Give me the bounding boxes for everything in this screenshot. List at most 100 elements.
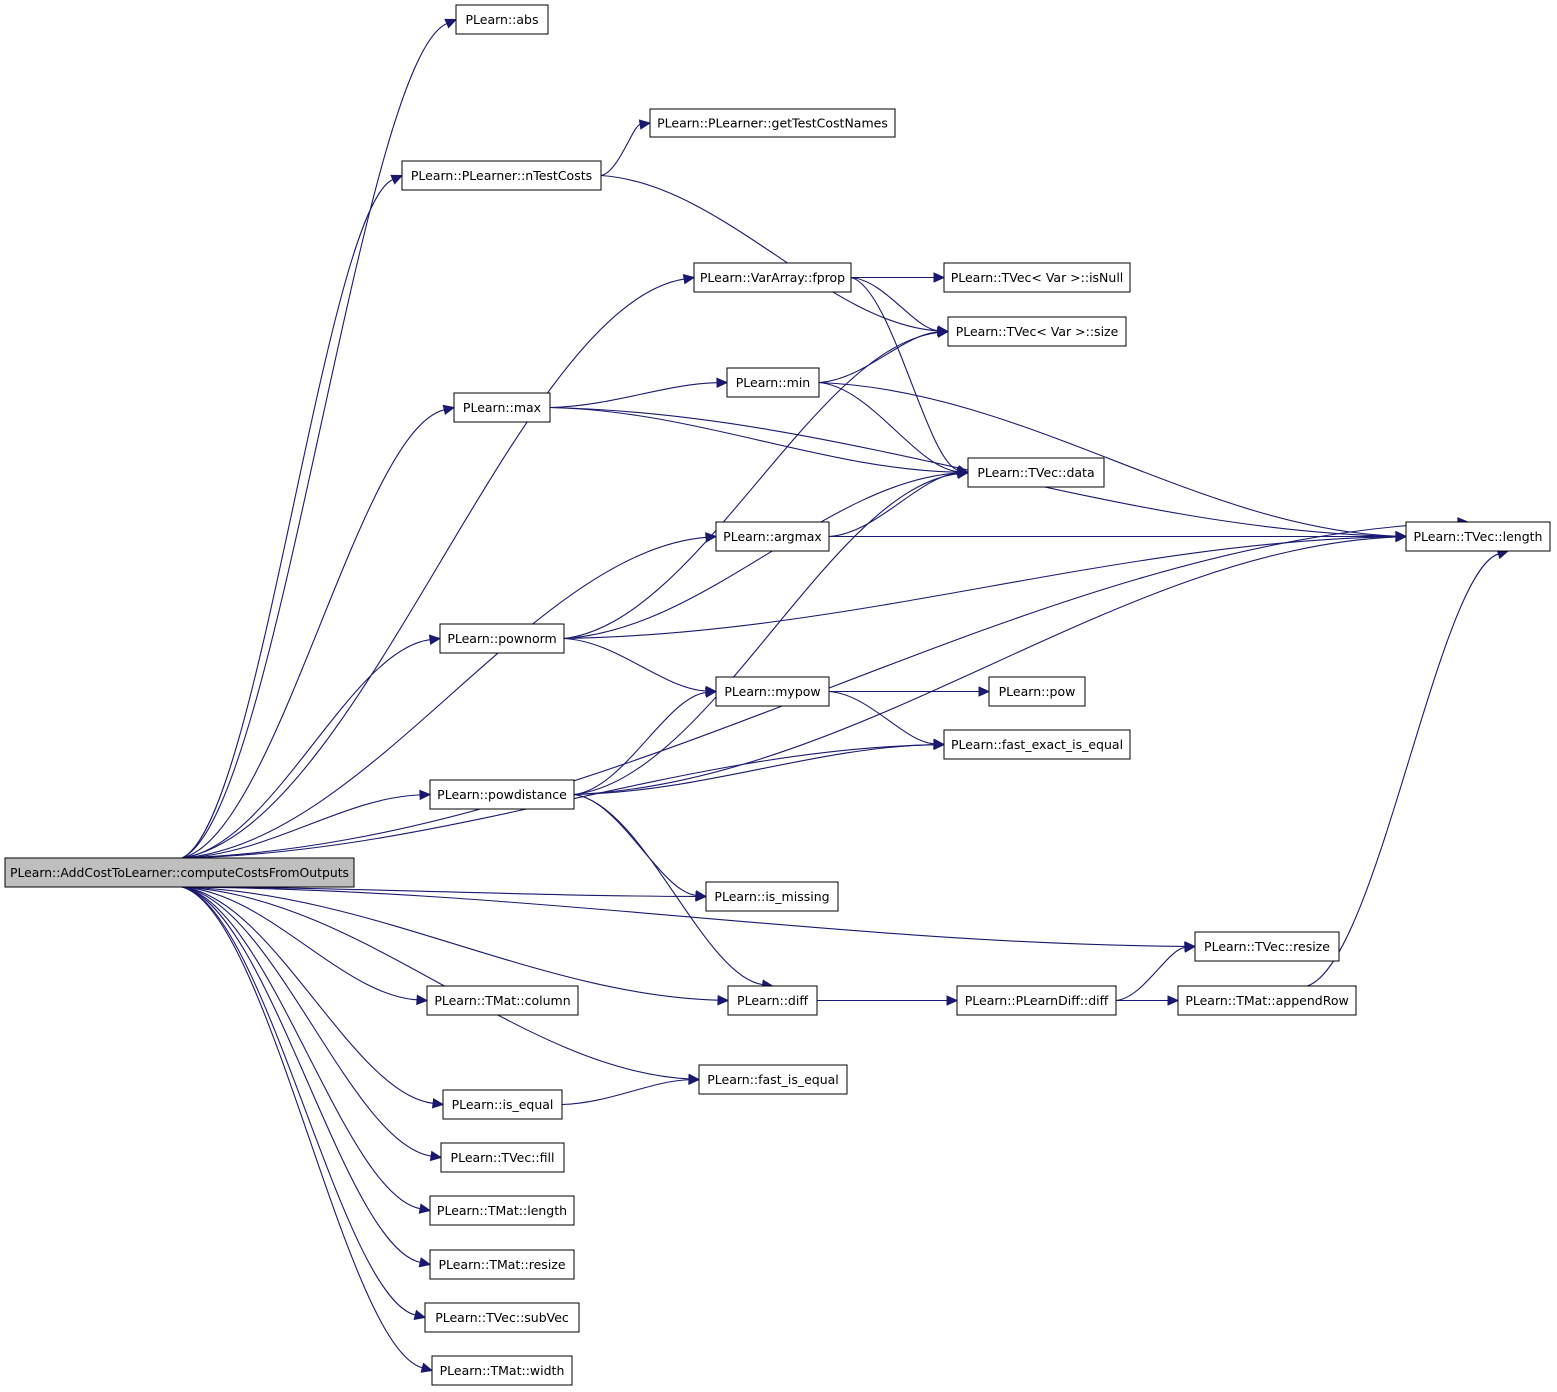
node-isMissing-box	[705, 881, 839, 912]
node-max-box	[453, 392, 551, 423]
node-plearnDiff-label: PLearn::PLearnDiff::diff	[965, 993, 1109, 1008]
arrowhead-root-to-pownorm	[428, 634, 442, 646]
node-getTestCostNames-box	[649, 108, 896, 138]
edge-plearnDiff-to-tvecResize	[1115, 946, 1186, 1002]
nodes-layer: PLearn::AddCostToLearner::computeCostsFr…	[4, 4, 1551, 1386]
node-root[interactable]: PLearn::AddCostToLearner::computeCostsFr…	[4, 857, 355, 888]
node-width[interactable]: PLearn::TMat::width	[431, 1355, 573, 1386]
arrowhead-root-to-subVec	[413, 1309, 427, 1321]
arrowhead-root-to-abs	[444, 18, 458, 29]
node-tmatResize-box	[429, 1249, 575, 1280]
edge-fprop-to-sizeVar	[850, 276, 939, 332]
node-sizeVar[interactable]: PLearn::TVec< Var >::size	[947, 316, 1127, 347]
node-diff-box	[727, 985, 818, 1016]
node-column-box	[426, 985, 579, 1016]
edge-powdistance-to-isMissing	[573, 793, 697, 896]
edge-pownorm-to-mypow	[563, 637, 707, 692]
node-pow[interactable]: PLearn::pow	[988, 676, 1086, 707]
node-isMissing-label: PLearn::is_missing	[714, 889, 829, 904]
node-isNull-box	[943, 262, 1131, 293]
edge-root-to-column	[181, 886, 418, 1001]
node-fprop-label: PLearn::VarArray::fprop	[700, 270, 845, 285]
edge-root-to-subVec	[181, 886, 416, 1316]
node-tmatResize[interactable]: PLearn::TMat::resize	[429, 1249, 575, 1280]
node-nTestCosts[interactable]: PLearn::PLearner::nTestCosts	[401, 160, 602, 191]
edge-min-to-length	[818, 381, 1397, 537]
node-fprop-box	[693, 262, 852, 293]
node-diff[interactable]: PLearn::diff	[727, 985, 818, 1016]
node-isEqual[interactable]: PLearn::is_equal	[442, 1089, 563, 1120]
node-length-box	[1405, 521, 1551, 552]
arrowhead-root-to-tmatResize	[418, 1257, 432, 1268]
node-subVec-box	[424, 1302, 580, 1333]
arrowhead-nTestCosts-to-getTestCostNames	[638, 119, 652, 130]
node-width-label: PLearn::TMat::width	[440, 1363, 565, 1378]
edge-nTestCosts-to-sizeVar	[600, 174, 939, 332]
node-length-label: PLearn::TVec::length	[1414, 529, 1543, 544]
node-data[interactable]: PLearn::TVec::data	[967, 457, 1105, 488]
edge-isEqual-to-fastIsEqual	[561, 1079, 690, 1106]
node-pow-label: PLearn::pow	[999, 684, 1076, 699]
edge-powdistance-to-fastExact	[573, 744, 935, 796]
node-max[interactable]: PLearn::max	[453, 392, 551, 423]
edge-root-to-width	[181, 886, 423, 1369]
node-tvecResize-label: PLearn::TVec::resize	[1204, 939, 1330, 954]
node-pownorm[interactable]: PLearn::pownorm	[439, 623, 565, 654]
edge-powdistance-to-length	[573, 536, 1397, 796]
node-tmatLength-box	[429, 1195, 575, 1226]
node-sizeVar-box	[947, 316, 1127, 347]
node-pownorm-box	[439, 623, 565, 654]
arrowhead-mypow-to-pow	[978, 686, 991, 697]
node-fprop[interactable]: PLearn::VarArray::fprop	[693, 262, 852, 293]
edge-pownorm-to-sizeVar	[563, 332, 939, 640]
arrowhead-root-to-isEqual	[431, 1098, 445, 1109]
node-min-box	[726, 367, 820, 398]
node-appendRow[interactable]: PLearn::TMat::appendRow	[1177, 985, 1357, 1016]
node-tvecResize[interactable]: PLearn::TVec::resize	[1194, 931, 1340, 962]
node-fastIsEqual[interactable]: PLearn::fast_is_equal	[698, 1064, 848, 1095]
node-plearnDiff[interactable]: PLearn::PLearnDiff::diff	[956, 985, 1117, 1016]
node-mypow-label: PLearn::mypow	[724, 684, 820, 699]
node-min[interactable]: PLearn::min	[726, 367, 820, 398]
node-mypow[interactable]: PLearn::mypow	[715, 676, 830, 707]
node-sizeVar-label: PLearn::TVec< Var >::size	[956, 324, 1119, 339]
edge-root-to-fill	[181, 886, 432, 1157]
edge-root-to-tvecResize	[181, 886, 1186, 947]
node-tmatLength-label: PLearn::TMat::length	[437, 1203, 567, 1218]
node-abs[interactable]: PLearn::abs	[455, 4, 549, 35]
node-length[interactable]: PLearn::TVec::length	[1405, 521, 1551, 552]
arrowhead-powdistance-to-length	[1395, 531, 1408, 543]
arrowhead-root-to-nTestCosts	[390, 174, 404, 185]
node-min-label: PLearn::min	[736, 375, 810, 390]
arrowhead-root-to-tmatLength	[418, 1203, 432, 1214]
edge-mypow-to-fastExact	[828, 690, 935, 745]
edge-argmax-to-data	[828, 472, 959, 538]
node-fastExact-box	[943, 729, 1131, 760]
node-fastIsEqual-box	[698, 1064, 848, 1095]
arrowhead-root-to-max	[442, 404, 456, 416]
edge-pownorm-to-length	[563, 536, 1397, 640]
edge-root-to-powdistance	[181, 794, 421, 859]
arrowhead-powdistance-to-fastExact	[933, 739, 946, 750]
node-pow-box	[988, 676, 1086, 707]
arrowhead-max-to-min	[716, 377, 729, 388]
node-isNull-label: PLearn::TVec< Var >::isNull	[951, 270, 1124, 285]
node-powdistance[interactable]: PLearn::powdistance	[429, 779, 575, 810]
edges-layer	[181, 18, 1510, 1373]
node-isNull[interactable]: PLearn::TVec< Var >::isNull	[943, 262, 1131, 293]
node-fill[interactable]: PLearn::TVec::fill	[440, 1142, 565, 1173]
node-subVec[interactable]: PLearn::TVec::subVec	[424, 1302, 580, 1333]
arrowhead-root-to-fill	[429, 1150, 443, 1162]
node-fastExact[interactable]: PLearn::fast_exact_is_equal	[943, 729, 1131, 760]
node-column[interactable]: PLearn::TMat::column	[426, 985, 579, 1016]
node-getTestCostNames[interactable]: PLearn::PLearner::getTestCostNames	[649, 108, 896, 138]
node-isEqual-box	[442, 1089, 563, 1120]
node-isMissing[interactable]: PLearn::is_missing	[705, 881, 839, 912]
node-tmatLength[interactable]: PLearn::TMat::length	[429, 1195, 575, 1226]
node-appendRow-label: PLearn::TMat::appendRow	[1185, 993, 1348, 1008]
edge-root-to-max	[181, 409, 445, 859]
arrowhead-fprop-to-isNull	[933, 272, 946, 283]
node-abs-label: PLearn::abs	[465, 12, 538, 27]
node-argmax[interactable]: PLearn::argmax	[715, 521, 830, 552]
node-max-label: PLearn::max	[463, 400, 541, 415]
